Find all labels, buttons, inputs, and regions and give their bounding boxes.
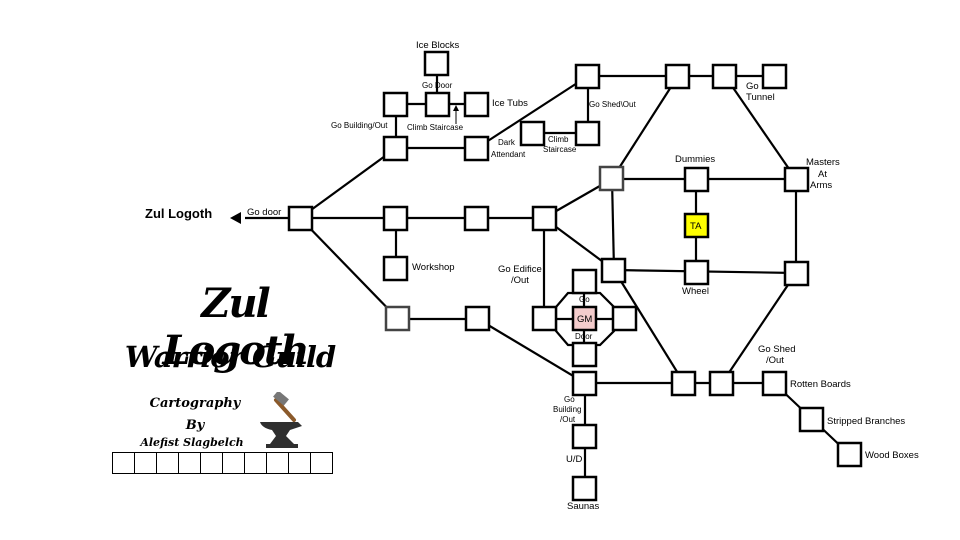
- label-tunnel: Tunnel: [746, 92, 775, 103]
- room: [287, 205, 314, 232]
- room-gm: [571, 305, 598, 332]
- label-go-edifice: Go Edifice: [498, 264, 542, 275]
- label-saunas: Saunas: [567, 501, 599, 512]
- label-ice-blocks: Ice Blocks: [416, 40, 460, 51]
- label-arms: Arms: [810, 180, 832, 191]
- room: [571, 341, 598, 368]
- room-ta: [683, 212, 710, 239]
- legend-title-line2: Warrior Guild: [124, 340, 336, 374]
- room-stripped-branches: [798, 406, 825, 433]
- label-ice-tubs: Ice Tubs: [492, 98, 528, 109]
- room-dark-attendant: [463, 135, 490, 162]
- legend-strip-cell: [134, 452, 156, 474]
- label-workshop: Workshop: [412, 262, 455, 273]
- label-go-gm: Go: [579, 295, 590, 304]
- room-label-ta: TA: [690, 221, 702, 232]
- label-stripped-branches: Stripped Branches: [827, 416, 905, 427]
- room: [711, 63, 738, 90]
- label-masters: Masters: [806, 157, 840, 168]
- label-ud: U/D: [566, 454, 583, 465]
- room: [574, 63, 601, 90]
- legend-strip-cell: [266, 452, 288, 474]
- room: [611, 305, 638, 332]
- legend-strip-cell: [310, 452, 333, 474]
- label-building: Building: [553, 405, 581, 414]
- room: [382, 91, 409, 118]
- label-attendant: Attendant: [491, 150, 526, 159]
- room: [519, 120, 546, 147]
- map-links: [245, 63, 850, 488]
- room: [574, 120, 601, 147]
- label-staircase: Staircase: [543, 145, 577, 154]
- map-title: Zul Logoth: [145, 206, 212, 221]
- legend-strip-cell: [112, 452, 134, 474]
- room-ice-tubs: [463, 91, 490, 118]
- legend-strip: [112, 452, 333, 474]
- hammer-icon: [273, 392, 296, 422]
- room: [664, 63, 691, 90]
- room-dummies: [683, 166, 710, 193]
- label-go-shed-out-2: /Out: [766, 355, 784, 366]
- room-masters-at-arms: [783, 166, 810, 193]
- room: [708, 370, 735, 397]
- room-tunnel: [761, 63, 788, 90]
- label-door-gm: Door: [575, 332, 593, 341]
- legend-strip-cell: [222, 452, 244, 474]
- legend-strip-cell: [200, 452, 222, 474]
- room-saunas: [571, 475, 598, 502]
- label-go-edifice-out: /Out: [511, 275, 529, 286]
- arrow-up-icon: [453, 105, 459, 124]
- map-rooms: [287, 50, 863, 502]
- room: [463, 205, 490, 232]
- room: [571, 423, 598, 450]
- room-wood-boxes: [836, 441, 863, 468]
- label-dummies: Dummies: [675, 154, 715, 165]
- label-building-out: /Out: [560, 415, 576, 424]
- room: [600, 257, 627, 284]
- room: [384, 305, 411, 332]
- label-go-building-2: Go: [564, 395, 575, 404]
- room: [424, 91, 451, 118]
- room: [382, 135, 409, 162]
- room: [571, 268, 598, 295]
- label-at: At: [818, 169, 827, 180]
- credit-author: Alefist Slagbelch: [140, 436, 244, 449]
- legend-strip-cell: [244, 452, 266, 474]
- legend-strip-cell: [156, 452, 178, 474]
- label-go-door: Go door: [247, 207, 281, 218]
- map-labels: Zul Logoth Go door Ice Blocks Go Door Ic…: [145, 40, 919, 512]
- label-climb-staircase: Climb Staircase: [407, 123, 464, 132]
- room: [571, 370, 598, 397]
- label-wheel: Wheel: [682, 286, 709, 297]
- legend-strip-cell: [178, 452, 200, 474]
- room: [783, 260, 810, 287]
- room: [531, 205, 558, 232]
- label-go-shed: Go Shed: [758, 344, 796, 355]
- credit-cartography: Cartography: [149, 396, 241, 411]
- label-dark: Dark: [498, 138, 516, 147]
- arrow-left-icon: [230, 212, 241, 224]
- room: [598, 165, 625, 192]
- room: [670, 370, 697, 397]
- label-go-shed-out: Go Shed\Out: [589, 100, 636, 109]
- anvil-icon: [260, 392, 302, 448]
- room-rotten-boards: [761, 370, 788, 397]
- label-rotten-boards: Rotten Boards: [790, 379, 851, 390]
- room: [531, 305, 558, 332]
- label-go-building-out: Go Building/Out: [331, 121, 388, 130]
- room-workshop: [382, 255, 409, 282]
- label-climb: Climb: [548, 135, 569, 144]
- room: [382, 205, 409, 232]
- room-ice-blocks: [423, 50, 450, 77]
- room: [464, 305, 491, 332]
- room-wheel: [683, 259, 710, 286]
- legend-strip-cell: [288, 452, 310, 474]
- credit-by: By: [185, 418, 205, 433]
- room-label-gm: GM: [577, 314, 592, 325]
- label-wood-boxes: Wood Boxes: [865, 450, 919, 461]
- label-go: Go: [746, 81, 759, 92]
- legend-title-line1: Zul Logoth: [162, 280, 309, 374]
- label-go-door-ice: Go Door: [422, 81, 453, 90]
